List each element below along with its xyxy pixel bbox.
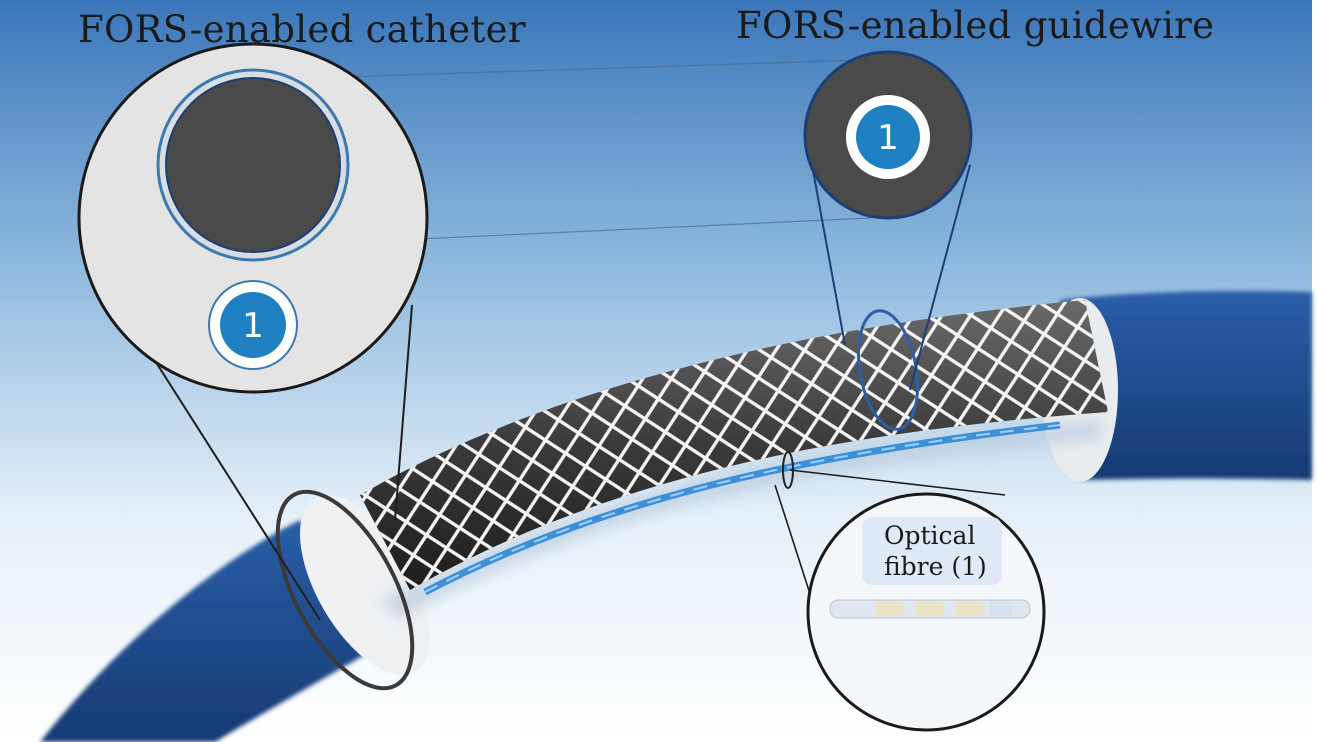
catheter-title: FORS-enabled catheter: [78, 8, 526, 51]
fibre-badge-catheter-label: 1: [242, 306, 264, 346]
optical-fibre-label-line2: fibre (1): [884, 552, 987, 581]
guidewire-title: FORS-enabled guidewire: [736, 4, 1215, 47]
optical-fibre-label-line1: Optical: [884, 521, 976, 550]
catheter-cross-section-lens: 1: [77, 42, 429, 394]
catheter-outer-tube-left: [40, 520, 390, 742]
fibre-badge-catheter: [220, 292, 286, 358]
optical-fibre-label: Optical fibre (1): [862, 517, 1002, 585]
fibre-badge-guidewire: [856, 105, 920, 169]
section-ring-right: [857, 309, 919, 431]
catheter-outer-tube-right: [1060, 290, 1312, 480]
tube-opening-left: [299, 495, 431, 675]
section-ring-left: [275, 489, 415, 691]
zoom-lines-catheter: [144, 304, 413, 621]
fibre-badge-guidewire-label: 1: [877, 118, 899, 158]
zoom-lines-guidewire: [811, 164, 971, 391]
guidewire-cross-section-lens: 1: [803, 50, 973, 220]
